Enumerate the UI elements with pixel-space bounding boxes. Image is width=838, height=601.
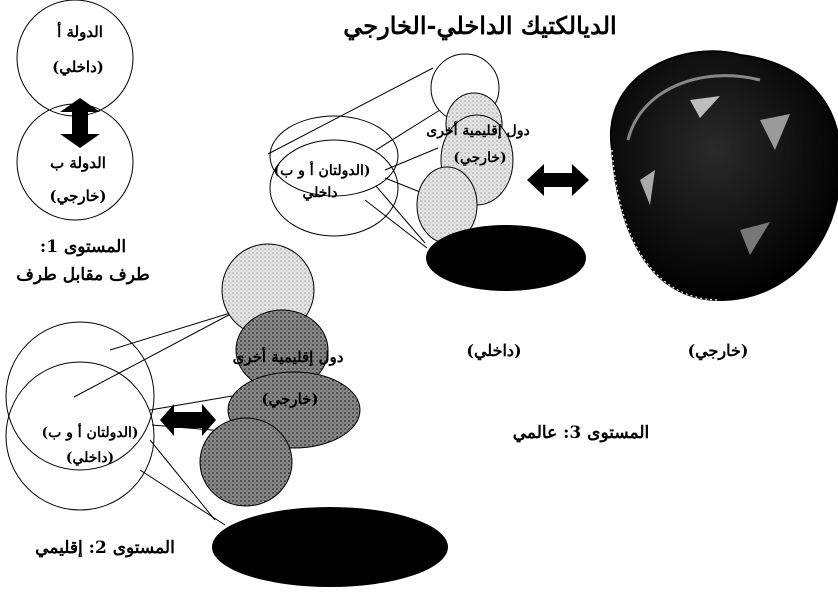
level3-core-line1: (الدولتان أ و ب) bbox=[273, 160, 370, 179]
double-arrow-horizontal-icon bbox=[160, 404, 216, 436]
level2-core-line2: (داخلي) bbox=[66, 450, 114, 466]
level1-caption-line1: المستوى 1: bbox=[40, 237, 126, 257]
level3-core-line2: داخلي bbox=[302, 185, 337, 201]
level3-caption: المستوى 3: عالمي bbox=[513, 423, 650, 443]
level3-others-line1: دول إقليمية أخرى bbox=[426, 120, 529, 140]
double-arrow-horizontal-icon bbox=[527, 164, 589, 196]
level3-connector-lines bbox=[267, 67, 441, 249]
level2-core-circle-top bbox=[5, 321, 155, 471]
level1-caption-line2: طرف مقابل طرف bbox=[16, 265, 149, 285]
level2-others-line1: دول إقليمية أخرى bbox=[233, 346, 344, 366]
level2-others-line2: (خارجي) bbox=[261, 390, 318, 409]
level2-caption: المستوى 2: إقليمي bbox=[35, 538, 175, 558]
level3-others-line2: (خارجي) bbox=[453, 150, 506, 166]
globe-icon bbox=[609, 50, 838, 302]
level1-group: الدولة أ (داخلي) الدولة ب (خارجي) المستو… bbox=[16, 0, 150, 285]
state-b-label: الدولة ب bbox=[50, 154, 106, 172]
level3-core-ellipse-bottom bbox=[269, 139, 399, 237]
level2-core-line1: (الدولتان أ و ب) bbox=[41, 422, 138, 441]
level2-group: (الدولتان أ و ب) (داخلي) دول إقليمية أخر… bbox=[5, 243, 448, 587]
diagram-title: الديالكتيك الداخلي-الخارجي bbox=[343, 11, 616, 41]
level2-connector-lines bbox=[73, 308, 241, 526]
state-b-sub: (خارجي) bbox=[49, 187, 106, 206]
level3-group: (الدولتان أ و ب) داخلي دول إقليمية أخرى … bbox=[267, 50, 838, 443]
state-a-label: الدولة أ bbox=[57, 21, 103, 41]
state-a-sub: (داخلي) bbox=[52, 58, 104, 77]
level3-label-internal: (داخلي) bbox=[466, 341, 521, 361]
double-arrow-vertical-icon bbox=[60, 98, 100, 148]
level3-black-ellipse bbox=[426, 225, 586, 291]
level3-label-external: (خارجي) bbox=[688, 341, 749, 361]
level2-core-circle-bottom bbox=[5, 361, 155, 511]
level2-black-ellipse bbox=[212, 507, 448, 587]
level3-core-ellipse-top bbox=[269, 115, 399, 197]
level2-other-state-4 bbox=[199, 417, 293, 507]
